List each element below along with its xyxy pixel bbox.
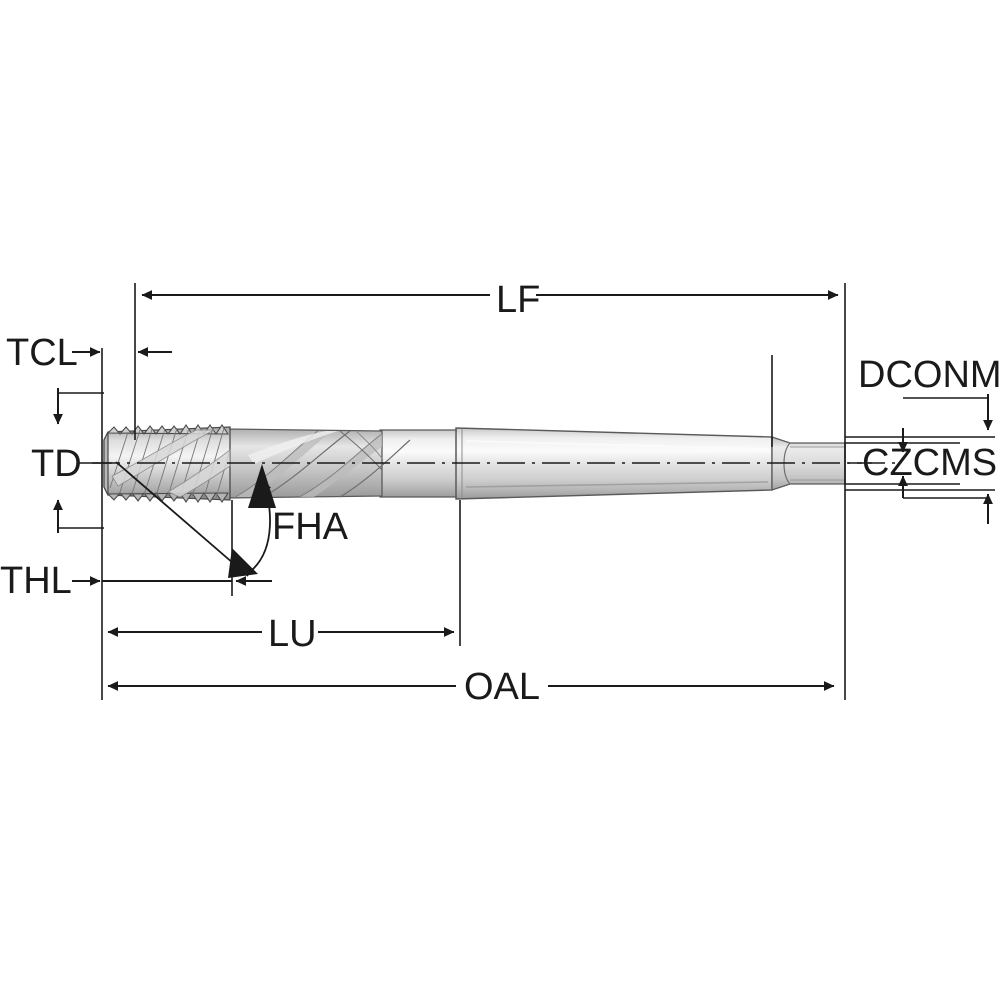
dimension-label-lu: LU [268, 613, 317, 655]
dimension-label-oal: OAL [464, 666, 541, 708]
flute-end-curve-2 [355, 430, 384, 461]
thread-flute-shading [111, 429, 231, 498]
fha-arrow-thread [228, 548, 258, 578]
dimension-label-td: TD [31, 443, 82, 485]
shank-shadow [465, 481, 769, 488]
dimension-label-lf: LF [496, 279, 541, 321]
tap-tool-illustration [92, 424, 900, 503]
shank-highlights [465, 440, 769, 450]
fha-leader-thread [115, 461, 249, 577]
flute-helix-shading [236, 431, 382, 497]
thread-crests-bottom [106, 492, 230, 503]
dimension-label-fha: FHA [272, 506, 348, 548]
flute-land-highlight [248, 431, 338, 464]
dimension-CZCMS [845, 428, 960, 498]
fha-arrow-flute [248, 464, 276, 508]
dimension-label-tcl: TCL [6, 332, 78, 374]
dimension-DCONMS [845, 394, 995, 524]
dimension-FHA [115, 461, 276, 578]
dimension-label-czcms: CZCMS [862, 442, 998, 484]
dimension-TD [53, 388, 112, 533]
flute-end-curve [339, 430, 383, 471]
dimension-label-thl: THL [0, 560, 72, 602]
dimension-label-dconms: DCONMS [858, 354, 1000, 396]
